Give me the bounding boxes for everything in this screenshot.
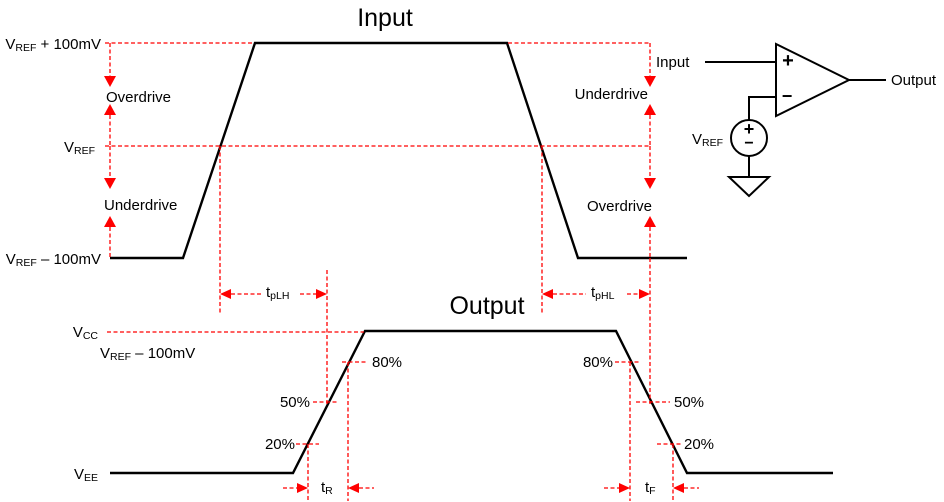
rise-50pct-label: 50% — [279, 394, 310, 411]
left-underdrive-label: Underdrive — [104, 197, 178, 214]
input-level-ref-label: VREF — [63, 139, 95, 157]
input-section-title: Input — [357, 4, 413, 32]
noninverting-plus-sign: + — [782, 50, 794, 72]
output-vref-minus-label: VREF – 100mV — [100, 345, 196, 363]
arrow-down-icon — [644, 178, 656, 189]
circuit-input-label: Input — [656, 54, 690, 71]
circuit-vref-label: VREF — [691, 131, 723, 149]
rise-80pct-label: 80% — [372, 354, 403, 371]
rise-20pct-label: 20% — [264, 436, 295, 453]
source-minus-sign: − — [744, 135, 754, 152]
arrow-up-icon — [644, 104, 656, 115]
output-waveform-trace — [110, 329, 833, 475]
tphl-label: tpHL — [591, 284, 615, 302]
arrow-right-icon — [639, 289, 650, 299]
arrow-right-icon — [316, 289, 327, 299]
vee-level-label: VEE — [73, 466, 98, 484]
tr-label: tR — [321, 479, 333, 497]
arrow-right-icon — [297, 483, 308, 493]
arrow-left-icon — [220, 289, 231, 299]
fall-20pct-label: 20% — [684, 436, 715, 453]
arrow-up-icon — [104, 216, 116, 227]
tf-label: tF — [645, 479, 656, 497]
comparator-triangle-icon — [775, 42, 852, 118]
arrow-left-icon — [348, 483, 359, 493]
inverting-input-wire — [748, 96, 776, 120]
arrow-down-icon — [104, 76, 116, 87]
circuit-output-label: Output — [891, 72, 937, 89]
right-overdrive-label: Overdrive — [586, 198, 652, 215]
inverting-minus-sign: − — [781, 86, 793, 106]
fall-50pct-label: 50% — [674, 394, 705, 411]
arrow-right-icon — [619, 483, 630, 493]
arrow-down-icon — [104, 178, 116, 189]
tplh-label: tpLH — [266, 284, 290, 302]
fall-80pct-label: 80% — [582, 354, 613, 371]
input-level-bottom-label: VREF – 100mV — [5, 251, 101, 269]
arrow-down-icon — [644, 76, 656, 87]
output-section-title: Output — [449, 292, 525, 320]
arrow-left-icon — [673, 483, 684, 493]
input-level-top-label: VREF + 100mV — [5, 36, 101, 54]
right-underdrive-label: Underdrive — [574, 86, 648, 103]
left-overdrive-label: Overdrive — [106, 89, 172, 106]
arrow-left-icon — [542, 289, 553, 299]
arrow-up-icon — [644, 216, 656, 227]
ground-symbol-icon — [726, 176, 772, 198]
input-waveform-trace — [110, 41, 687, 260]
arrow-up-icon — [104, 104, 116, 115]
vcc-level-label: VCC — [72, 324, 98, 342]
source-plus-sign: + — [743, 119, 755, 139]
